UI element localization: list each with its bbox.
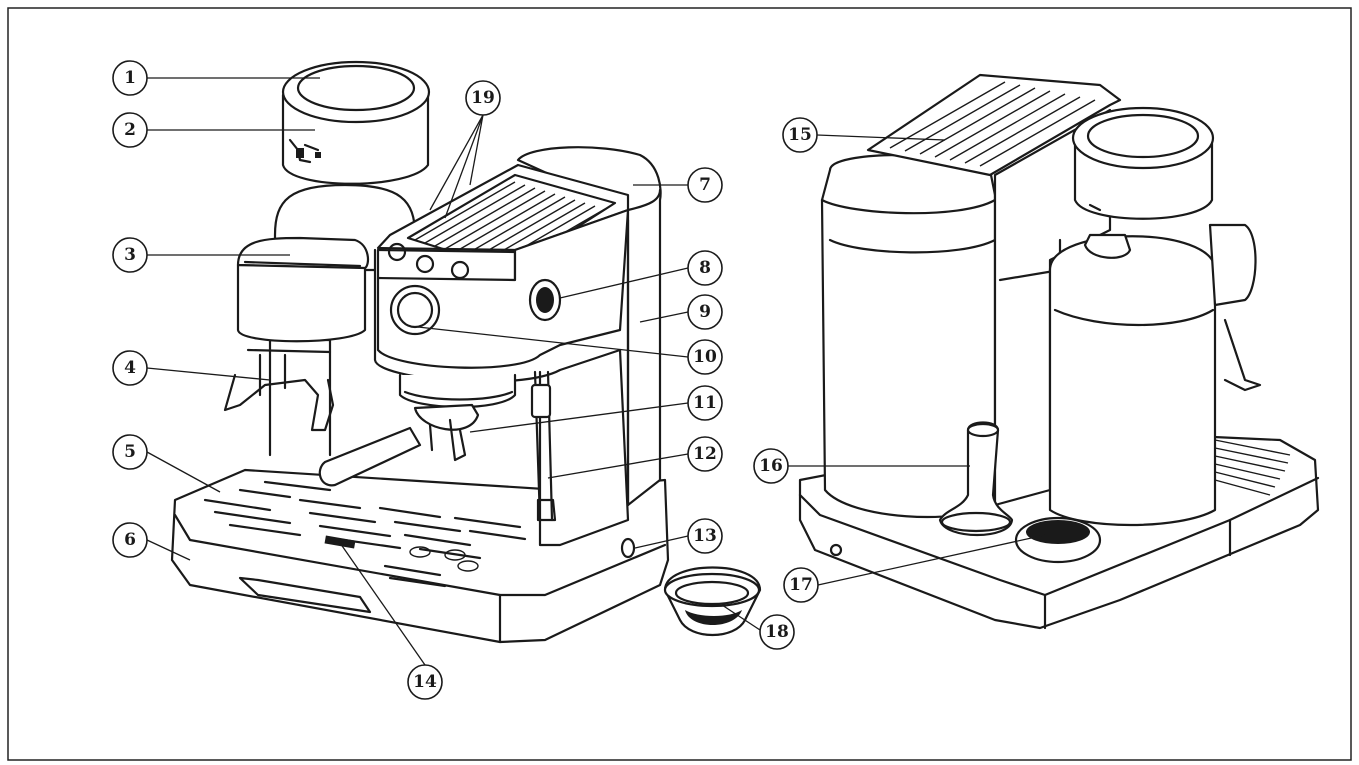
- callout-3: 3: [112, 237, 148, 273]
- svg-text:11: 11: [693, 393, 717, 413]
- svg-text:15: 15: [788, 125, 812, 145]
- callout-4: 4: [112, 350, 148, 386]
- callout-12: 12: [687, 436, 723, 472]
- callout-6: 6: [112, 522, 148, 558]
- callout-11: 11: [687, 385, 723, 421]
- callout-18: 18: [759, 614, 795, 650]
- svg-text:18: 18: [765, 622, 789, 642]
- callout-13: 13: [687, 518, 723, 554]
- svg-text:14: 14: [413, 672, 437, 692]
- svg-text:12: 12: [693, 444, 717, 464]
- callout-14: 14: [407, 664, 443, 700]
- callout-9: 9: [687, 294, 723, 330]
- svg-text:16: 16: [759, 456, 783, 476]
- espresso-machine-front-view: [170, 60, 670, 644]
- callout-5: 5: [112, 434, 148, 470]
- leader-lines: [146, 77, 1046, 666]
- svg-text:6: 6: [124, 530, 136, 550]
- diagram-frame: [7, 7, 1352, 761]
- callout-1: 1: [112, 60, 148, 96]
- callout-17: 17: [783, 567, 819, 603]
- callout-10: 10: [687, 339, 723, 375]
- svg-text:10: 10: [693, 347, 717, 367]
- espresso-machine-rear-view: [798, 73, 1320, 630]
- svg-text:5: 5: [124, 442, 136, 462]
- filter-basket: [663, 566, 762, 637]
- callout-19: 19: [465, 80, 501, 116]
- svg-text:2: 2: [124, 120, 136, 140]
- callout-15: 15: [782, 117, 818, 153]
- svg-text:7: 7: [699, 175, 711, 195]
- svg-text:4: 4: [124, 358, 136, 378]
- callout-2: 2: [112, 112, 148, 148]
- callout-7: 7: [687, 167, 723, 203]
- svg-text:13: 13: [693, 526, 717, 546]
- svg-text:9: 9: [699, 302, 711, 322]
- svg-text:19: 19: [471, 88, 495, 108]
- svg-text:1: 1: [124, 68, 136, 88]
- svg-text:17: 17: [789, 575, 813, 595]
- callout-8: 8: [687, 250, 723, 286]
- svg-text:3: 3: [124, 245, 136, 265]
- callout-16: 16: [753, 448, 789, 484]
- svg-text:8: 8: [699, 258, 711, 278]
